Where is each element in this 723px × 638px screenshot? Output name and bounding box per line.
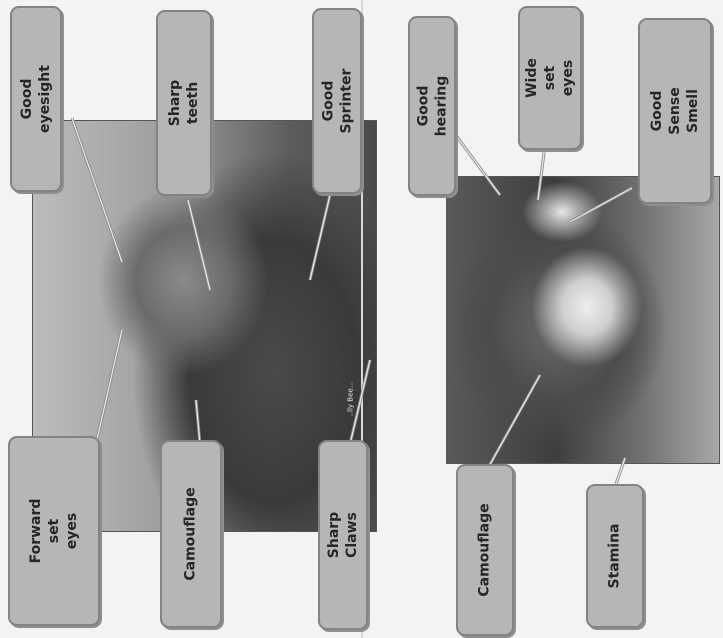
label-good-hearing: Good hearing [408, 16, 456, 196]
label-camouflage-right: Camouflage [456, 464, 514, 636]
label-sharp-claws: Sharp Claws [318, 440, 368, 630]
label-good-sense-smell: Good Sense Smell [638, 18, 712, 204]
label-good-eyesight: Good eyesight [10, 6, 62, 192]
label-good-sprinter: Good Sprinter [312, 8, 362, 194]
label-stamina: Stamina [586, 484, 644, 628]
label-wide-set-eyes: Wide set eyes [518, 6, 582, 150]
label-camouflage-left: Camouflage [160, 440, 222, 628]
label-sharp-teeth: Sharp teeth [156, 10, 212, 196]
photo-credit: ..lly Bee... [344, 344, 356, 454]
right-leader-lines [446, 122, 632, 484]
label-forward-set-eyes: Forward set eyes [8, 436, 100, 626]
